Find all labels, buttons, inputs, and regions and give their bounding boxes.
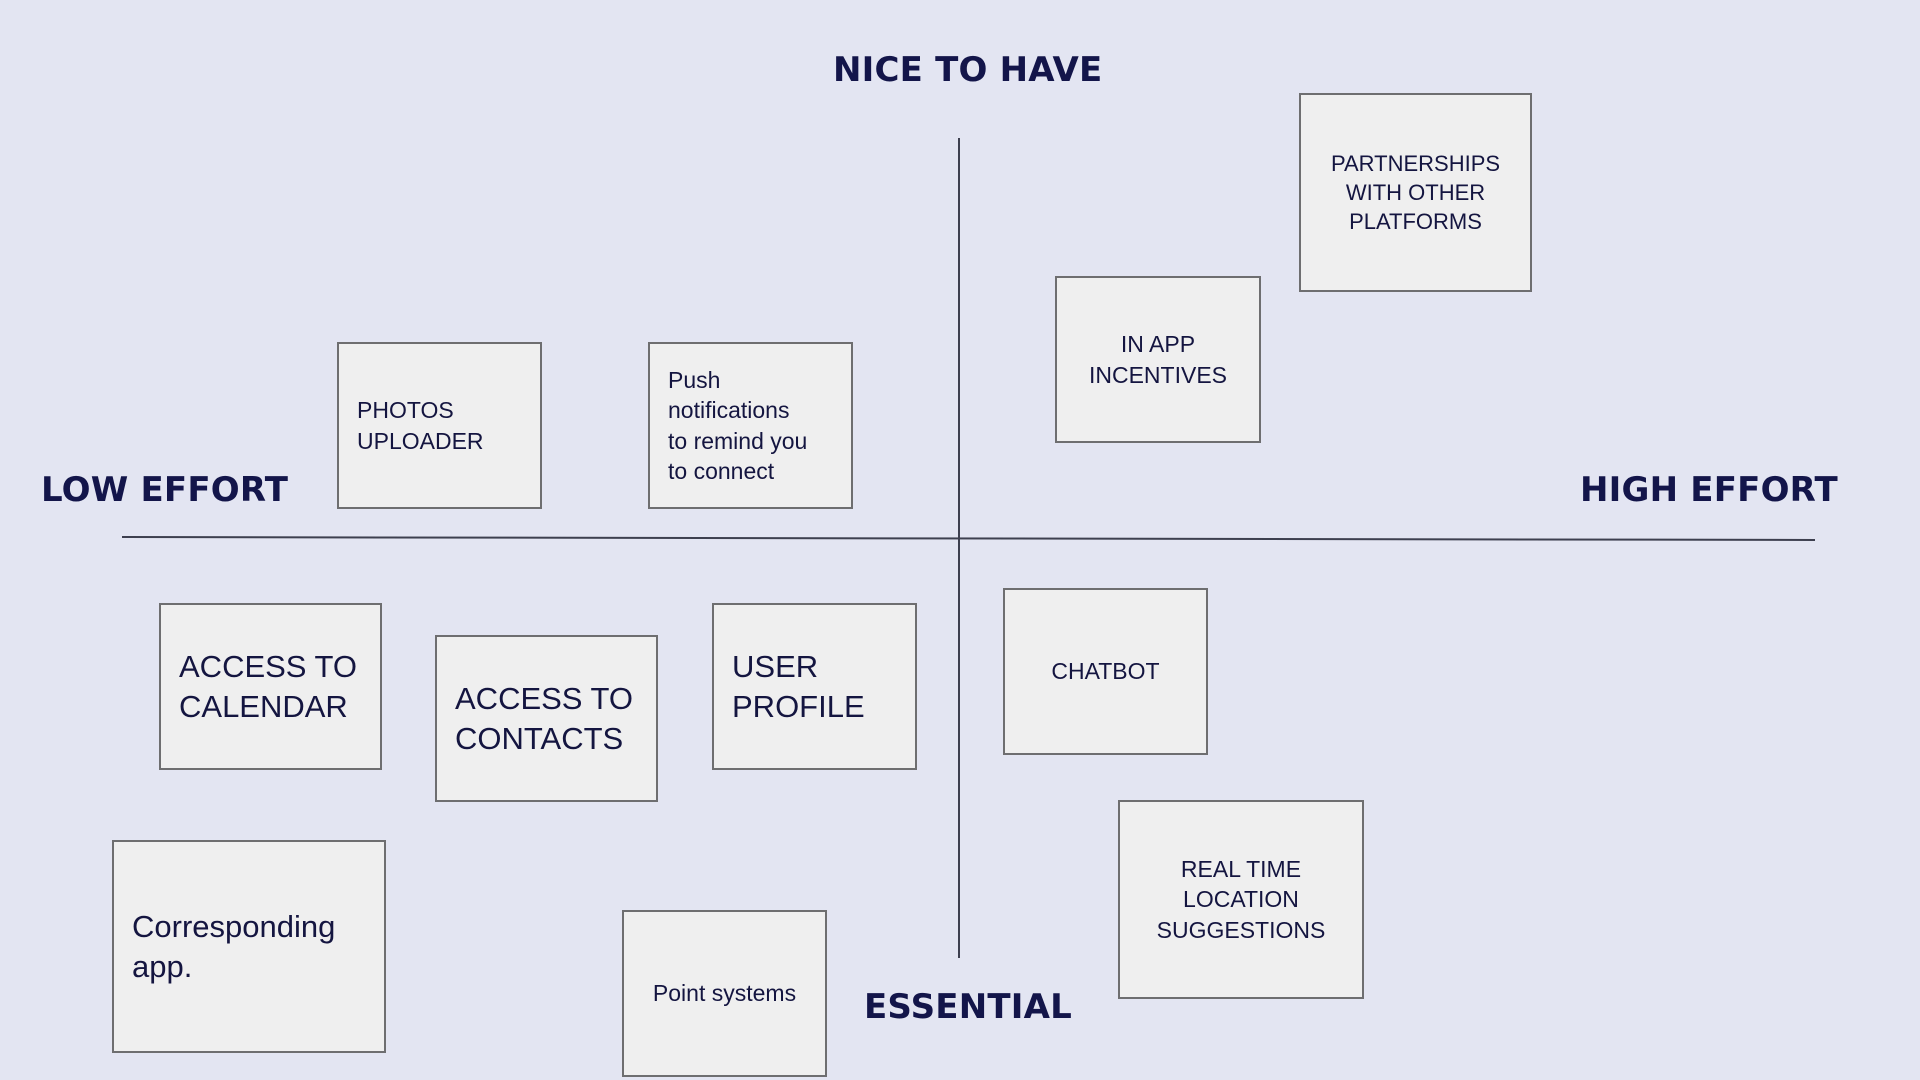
axis-label-nice-to-have: NICE TO HAVE <box>833 50 1103 90</box>
note-text: IN APP INCENTIVES <box>1088 331 1228 388</box>
note-chatbot[interactable]: CHATBOT <box>1003 588 1208 755</box>
note-text: PHOTOS UPLOADER <box>357 397 484 454</box>
note-in-app-incentives[interactable]: IN APP INCENTIVES <box>1055 276 1261 443</box>
vertical-axis-line <box>958 138 960 958</box>
note-push-notifications[interactable]: Push notifications to remind you to conn… <box>648 342 853 509</box>
note-text: Corresponding app. <box>132 909 336 984</box>
note-text: ACCESS TO CALENDAR <box>179 649 358 724</box>
note-corresponding-app[interactable]: Corresponding app. <box>112 840 386 1053</box>
note-photos-uploader[interactable]: PHOTOS UPLOADER <box>337 342 542 509</box>
note-user-profile[interactable]: USER PROFILE <box>712 603 917 770</box>
note-point-systems[interactable]: Point systems <box>622 910 827 1077</box>
note-text: PARTNERSHIPS WITH OTHER PLATFORMS <box>1330 150 1501 235</box>
note-text: Push notifications to remind you to conn… <box>668 366 808 484</box>
note-text: Point systems <box>652 980 797 1007</box>
note-text: CHATBOT <box>1051 658 1160 685</box>
note-real-time-location-suggestions[interactable]: REAL TIME LOCATION SUGGESTIONS <box>1118 800 1364 999</box>
horizontal-axis-line <box>121 536 1815 541</box>
note-text: REAL TIME LOCATION SUGGESTIONS <box>1156 855 1326 943</box>
axis-label-essential: ESSENTIAL <box>864 987 1072 1027</box>
note-access-to-calendar[interactable]: ACCESS TO CALENDAR <box>159 603 382 770</box>
axis-label-high-effort: HIGH EFFORT <box>1580 470 1838 510</box>
note-text: USER PROFILE <box>732 649 865 724</box>
note-partnerships[interactable]: PARTNERSHIPS WITH OTHER PLATFORMS <box>1299 93 1532 292</box>
note-text: ACCESS TO CONTACTS <box>455 681 634 756</box>
axis-label-low-effort: LOW EFFORT <box>41 470 289 510</box>
note-access-to-contacts[interactable]: ACCESS TO CONTACTS <box>435 635 658 802</box>
